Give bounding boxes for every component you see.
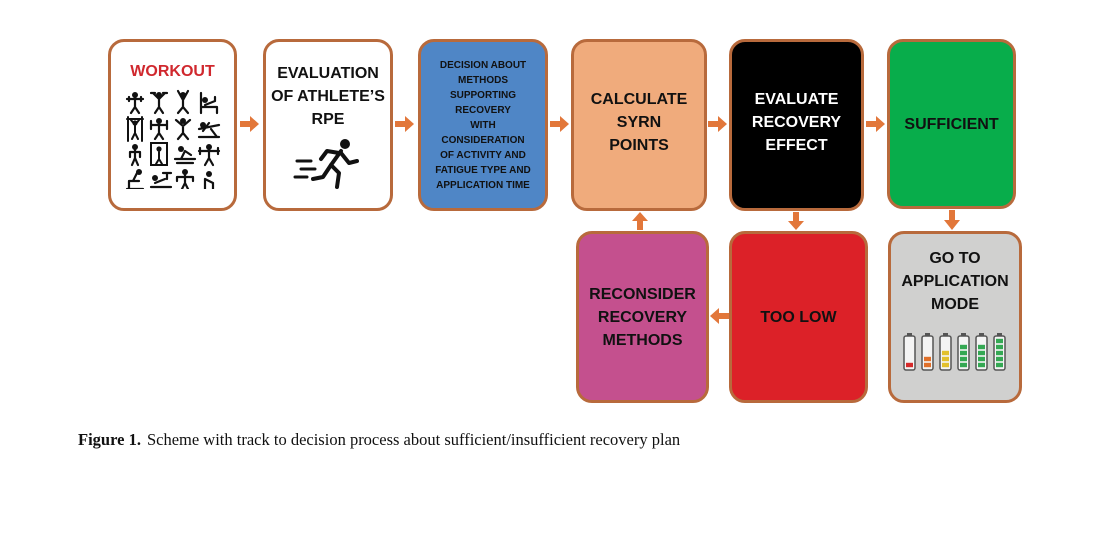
battery-segment [924, 356, 931, 362]
decision-line4: RECOVERY [455, 104, 511, 116]
figure-caption-text: Scheme with track to decision process ab… [146, 430, 681, 449]
evaluate-line3: EFFECT [765, 136, 828, 154]
battery-cap [997, 333, 1002, 336]
arrow-left-icon [710, 308, 729, 324]
battery-segment [942, 362, 949, 368]
reconsider-line1: RECONSIDER [589, 285, 696, 303]
go-to-line3: MODE [931, 296, 979, 313]
battery-cap [979, 333, 984, 336]
arrow-right-icon [395, 116, 414, 132]
node-calculate-syrn: CALCULATE SYRN POINTS [571, 39, 707, 211]
arrow-up-icon [632, 212, 648, 230]
battery-body [903, 335, 916, 371]
node-reconsider-methods: RECONSIDER RECOVERY METHODS [576, 231, 709, 403]
battery-cap [943, 333, 948, 336]
decision-line7: OF ACTIVITY AND [440, 149, 526, 161]
decision-line5: WITH [470, 119, 496, 131]
arrow-down-icon [944, 210, 960, 230]
node-decision-methods: DECISION ABOUT METHODS SUPPORTING RECOVE… [418, 39, 548, 211]
battery-cap [907, 333, 912, 336]
decision-line9: APPLICATION TIME [436, 179, 530, 191]
go-to-line1: GO TO [929, 250, 981, 267]
battery-segment [996, 338, 1003, 344]
evaluate-line2: RECOVERY [751, 113, 842, 131]
go-to-line2: APPLICATION [901, 273, 1009, 290]
arrow-right-icon [240, 116, 259, 132]
decision-line3: SUPPORTING [449, 89, 517, 101]
battery-segment [996, 344, 1003, 350]
figure-caption-label: Figure 1. [78, 430, 141, 449]
battery-segment [906, 362, 913, 368]
decision-line6: CONSIDERATION [441, 134, 525, 146]
battery-levels-icon [903, 333, 1006, 371]
battery-cap [925, 333, 930, 336]
battery-segment [942, 356, 949, 362]
battery-segment [996, 350, 1003, 356]
battery-segment [996, 356, 1003, 362]
node-sufficient: SUFFICIENT [887, 39, 1016, 209]
reconsider-line2: RECOVERY [597, 308, 688, 326]
calculate-line3: POINTS [609, 136, 669, 154]
battery-segment [960, 350, 967, 356]
decision-line8: FATIGUE TYPE AND [435, 164, 531, 176]
running-person-icon [293, 139, 359, 189]
battery-segment [924, 362, 931, 368]
battery-segment [978, 362, 985, 368]
calculate-line2: SYRN [616, 113, 662, 131]
node-application-mode: GO TO APPLICATION MODE [888, 231, 1022, 403]
battery-segment [996, 362, 1003, 368]
rpe-line1: EVALUATION [277, 65, 379, 82]
arrow-right-icon [550, 116, 569, 132]
rpe-line3: RPE [311, 111, 345, 128]
rpe-line2: OF ATHLETE’S [271, 88, 385, 105]
calculate-line1: CALCULATE [590, 90, 688, 108]
arrow-right-icon [708, 116, 727, 132]
node-workout: WORKOUT [108, 39, 237, 211]
node-evaluate-rpe: EVALUATION OF ATHLETE’S RPE [263, 39, 393, 211]
sufficient-label: SUFFICIENT [904, 115, 999, 133]
too-low-label: TOO LOW [760, 308, 837, 326]
decision-line2: METHODS [458, 74, 508, 86]
arrow-right-icon [866, 116, 885, 132]
battery-segment [960, 344, 967, 350]
workout-label: WORKOUT [130, 63, 215, 80]
evaluate-line1: EVALUATE [754, 90, 839, 108]
battery-segment [960, 356, 967, 362]
battery-segment [942, 350, 949, 356]
node-too-low: TOO LOW [729, 231, 868, 403]
battery-body [921, 335, 934, 371]
battery-segment [978, 356, 985, 362]
arrow-down-icon [788, 212, 804, 230]
figure-caption: Figure 1. Scheme with track to decision p… [78, 430, 680, 450]
battery-segment [978, 344, 985, 350]
battery-segment [960, 362, 967, 368]
battery-segment [978, 350, 985, 356]
decision-line1: DECISION ABOUT [439, 59, 527, 71]
battery-cap [961, 333, 966, 336]
node-evaluate-recovery: EVALUATE RECOVERY EFFECT [729, 39, 864, 211]
reconsider-line3: METHODS [602, 331, 683, 349]
exercise-figures-icon [125, 89, 220, 189]
